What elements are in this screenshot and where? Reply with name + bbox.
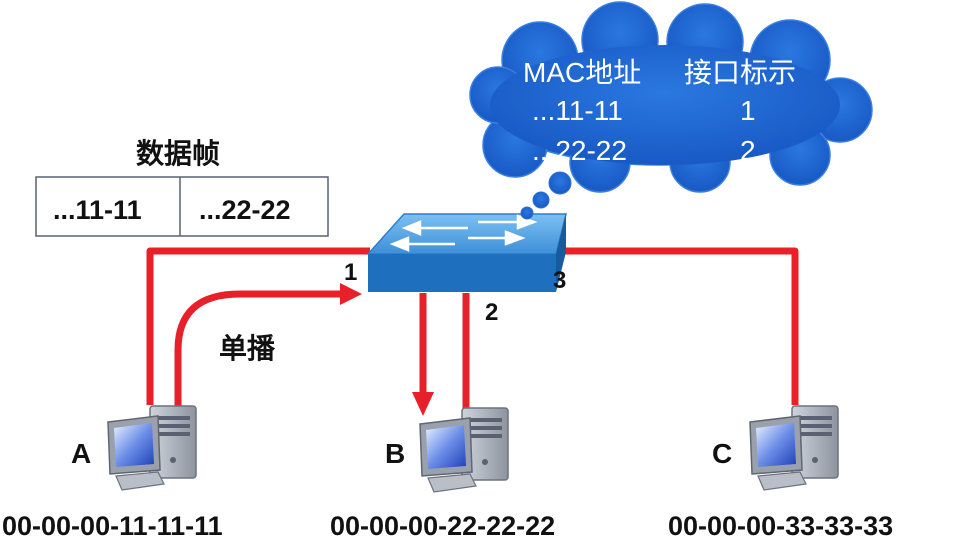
mac-table-row-2-mac: ...22-22 bbox=[532, 135, 627, 166]
mac-table-row-2-port: 2 bbox=[740, 135, 756, 166]
link-lines bbox=[146, 247, 799, 409]
data-frame-title: 数据帧 bbox=[136, 138, 220, 169]
port-2-label: 2 bbox=[485, 299, 498, 326]
mac-table-cloud: MAC地址 接口标示 ...11-11 1 ...22-22 2 bbox=[469, 1, 873, 193]
computer-c-icon bbox=[749, 405, 839, 491]
data-frame-box bbox=[35, 176, 329, 237]
data-frame: 数据帧 ...11-11 ...22-22 bbox=[35, 138, 329, 237]
host-a-name: A bbox=[71, 438, 91, 469]
forward-arrow-to-b bbox=[412, 293, 434, 416]
link-c-port3 bbox=[556, 247, 799, 405]
switch-icon bbox=[366, 213, 567, 292]
unicast-arrow bbox=[174, 283, 362, 410]
link-a-port1 bbox=[146, 247, 370, 405]
host-c-name: C bbox=[712, 438, 732, 469]
mac-table-row-1-port: 1 bbox=[740, 95, 756, 126]
host-b-name: B bbox=[385, 438, 405, 469]
data-frame-src: ...11-11 bbox=[53, 195, 142, 225]
unicast-label: 单播 bbox=[219, 333, 276, 364]
host-a-mac: 00-00-00-11-11-11 bbox=[2, 511, 223, 541]
host-c-mac: 00-00-00-33-33-33 bbox=[668, 511, 893, 541]
thought-dots bbox=[520, 171, 572, 220]
computer-b-icon bbox=[419, 407, 509, 493]
port-1-label: 1 bbox=[344, 259, 357, 286]
host-b-mac: 00-00-00-22-22-22 bbox=[330, 511, 555, 541]
mac-table-header-port: 接口标示 bbox=[684, 57, 796, 88]
data-frame-dst: ...22-22 bbox=[199, 195, 291, 225]
mac-table-row-1-mac: ...11-11 bbox=[532, 95, 623, 126]
mac-table-header-mac: MAC地址 bbox=[523, 57, 641, 88]
computer-a-icon bbox=[107, 405, 197, 491]
port-3-label: 3 bbox=[553, 267, 566, 294]
